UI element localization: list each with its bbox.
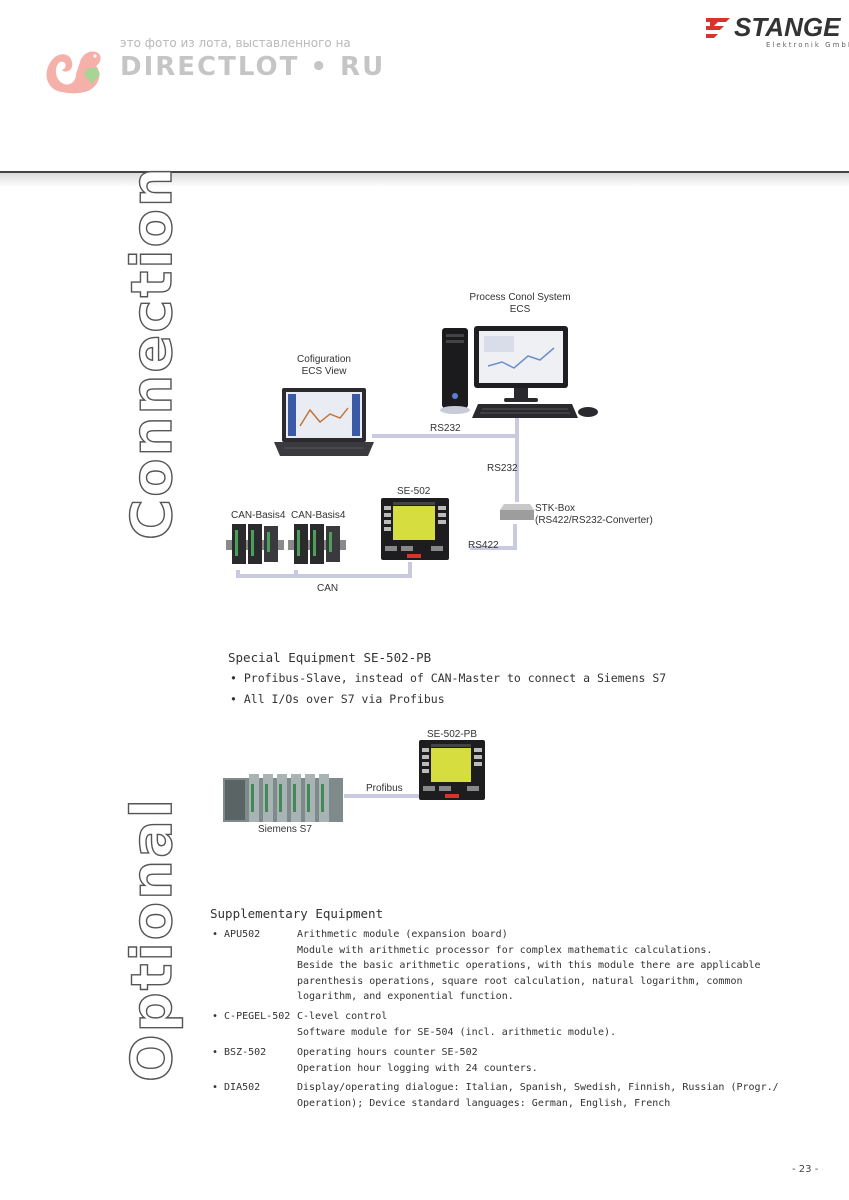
- se502pb-device-icon: [419, 740, 485, 800]
- keyboard-icon: [472, 404, 578, 418]
- header-rule: [0, 171, 849, 173]
- special-bullet-1: • Profibus-Slave, instead of CAN-Master …: [230, 671, 667, 685]
- label-se502: SE-502: [397, 486, 431, 497]
- label-configuration-line2: ECS View: [301, 366, 347, 377]
- supp-line: Operation hour logging with 24 counters.: [297, 1062, 538, 1074]
- supp-line: C-level control: [297, 1011, 388, 1022]
- supp-item-apu502-key: • APU502: [212, 929, 261, 940]
- label-siemens-s7: Siemens S7: [258, 824, 312, 835]
- can-basis-1-icon: [226, 524, 284, 564]
- special-equipment-heading: Special Equipment SE-502-PB: [228, 650, 432, 665]
- desktop-monitor-icon: [474, 326, 568, 402]
- laptop-icon: [274, 388, 374, 456]
- stk-box-icon: [500, 504, 534, 520]
- supp-line: logarithm, and exponential function.: [297, 991, 514, 1002]
- label-rs232-a: RS232: [430, 423, 461, 434]
- label-profibus: Profibus: [366, 783, 403, 794]
- label-process-control: Process Conol System ECS: [440, 292, 600, 316]
- supp-item-dia-key: • DIA502: [212, 1082, 261, 1093]
- watermark: это фото из лота, выставленного на DIREC…: [40, 34, 383, 94]
- tower-pc-icon: [440, 328, 470, 414]
- cable-rs422: [470, 524, 517, 550]
- supp-line: Beside the basic arithmetic operations, …: [297, 960, 761, 971]
- supp-line: Software module for SE-504 (incl. arithm…: [297, 1026, 617, 1038]
- label-can: CAN: [317, 583, 339, 594]
- supp-item-bsz-key: • BSZ-502: [212, 1047, 267, 1058]
- cable-can: [236, 562, 412, 578]
- watermark-caption: это фото из лота, выставленного на: [120, 36, 351, 50]
- label-process-control-line1: Process Conol System: [469, 292, 571, 303]
- supp-item-cpegel-desc: C-level control Software module for SE-5…: [297, 1009, 616, 1040]
- siemens-s7-icon: [223, 774, 343, 822]
- watermark-site: DIRECTLOT • RU: [120, 52, 386, 82]
- squirrel-logo-icon: [46, 51, 101, 94]
- brand-name: STANGE: [734, 12, 841, 42]
- supp-item-bsz-desc: Operating hours counter SE-502 Operation…: [297, 1045, 538, 1076]
- label-configuration-line1: Cofiguration: [297, 354, 351, 365]
- label-stk-line1: STK-Box: [535, 503, 576, 514]
- label-configuration: Cofiguration ECS View: [284, 354, 364, 378]
- se502-device-icon: [381, 498, 449, 560]
- stange-emblem-icon: [706, 18, 730, 38]
- supp-line: parenthesis operations, square root calc…: [297, 975, 743, 987]
- label-rs422: RS422: [468, 540, 499, 551]
- section-title-optional: Optional: [119, 796, 185, 1082]
- label-se502pb: SE-502-PB: [427, 729, 478, 740]
- label-stk-box: STK-Box (RS422/RS232-Converter): [535, 503, 653, 527]
- supp-line: Operating hours counter SE-502: [297, 1047, 478, 1058]
- label-can-basis-1: CAN-Basis4: [231, 510, 286, 521]
- supplementary-heading: Supplementary Equipment: [210, 906, 384, 921]
- supp-item-apu502-desc: Arithmetic module (expansion board) Modu…: [297, 927, 761, 1005]
- label-can-basis-2: CAN-Basis4: [291, 510, 346, 521]
- label-rs232-b: RS232: [487, 463, 518, 474]
- label-process-control-line2: ECS: [509, 304, 531, 315]
- supp-line: Arithmetic module (expansion board): [297, 929, 508, 940]
- label-stk-line2: (RS422/RS232-Converter): [535, 515, 653, 526]
- supp-item-dia-desc: Display/operating dialogue: Italian, Spa…: [297, 1080, 779, 1111]
- page-number: - 23 -: [792, 1164, 819, 1175]
- can-basis-2-icon: [288, 524, 346, 564]
- supp-line: Module with arithmetic processor for com…: [297, 944, 713, 956]
- supp-item-cpegel-key: • C-PEGEL-502: [212, 1011, 291, 1022]
- mouse-icon: [578, 407, 598, 417]
- special-bullet-2: • All I/Os over S7 via Profibus: [230, 692, 445, 706]
- supp-line: Display/operating dialogue: Italian, Spa…: [297, 1082, 779, 1093]
- brand-logo: STANGE Elektronik GmbH: [706, 12, 849, 50]
- brand-subtitle: Elektronik GmbH: [766, 41, 849, 49]
- supp-line: Operation); Device standard languages: G…: [297, 1097, 671, 1109]
- header-shadow: [0, 173, 849, 187]
